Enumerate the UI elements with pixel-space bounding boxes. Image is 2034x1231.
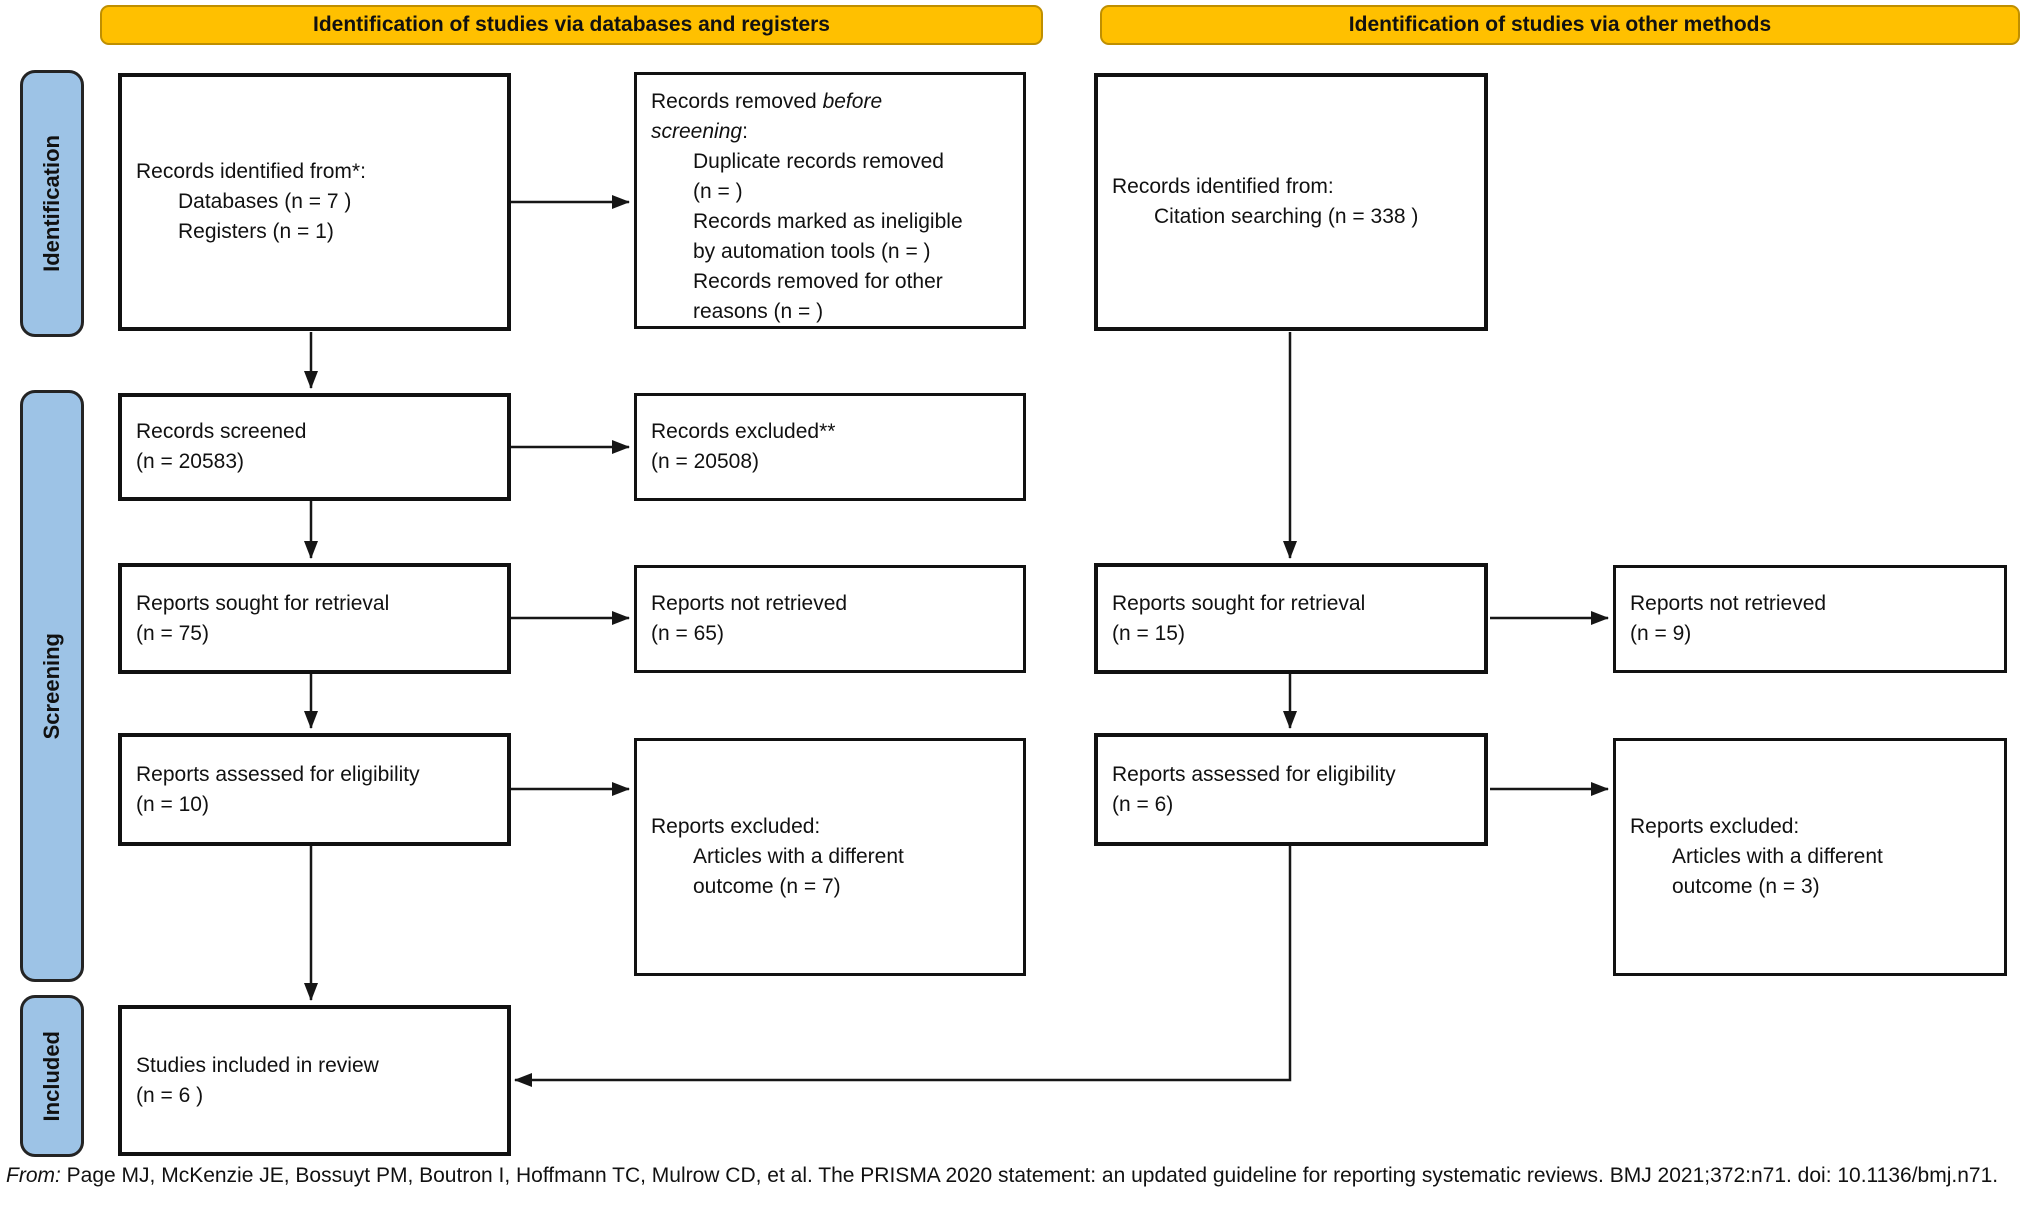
box-line: (n = 6) xyxy=(1112,792,1174,816)
banner-other-methods: Identification of studies via other meth… xyxy=(1100,5,2020,45)
box-line-text: : xyxy=(742,120,748,143)
box-line: outcome (n = 3) xyxy=(1672,875,1820,898)
box-reports-assessed: Reports assessed for eligibility (n = 10… xyxy=(118,733,511,846)
box-line: outcome (n = 7) xyxy=(693,875,841,898)
box-line: Reports sought for retrieval xyxy=(136,591,390,615)
box-line: (n = ) xyxy=(693,180,743,203)
citation-footer: From: Page MJ, McKenzie JE, Bossuyt PM, … xyxy=(6,1160,2028,1191)
box-line: Databases (n = 7 ) xyxy=(178,190,352,213)
box-line: by automation tools (n = ) xyxy=(693,240,931,263)
box-studies-included: Studies included in review (n = 6 ) xyxy=(118,1005,511,1156)
banner-databases-registers-label: Identification of studies via databases … xyxy=(313,13,830,36)
box-line: Records screened xyxy=(136,420,307,443)
box-line: (n = 65) xyxy=(651,622,724,645)
box-line: Citation searching (n = 338 ) xyxy=(1154,205,1419,228)
box-line: Reports excluded: xyxy=(651,815,821,838)
box-line: Records identified from: xyxy=(1112,175,1334,198)
box-line: Duplicate records removed xyxy=(693,150,944,173)
box-line: (n = 6 ) xyxy=(136,1083,204,1107)
banner-databases-registers: Identification of studies via databases … xyxy=(100,5,1043,45)
box-line: Registers (n = 1) xyxy=(178,220,334,243)
box-records-screened: Records screened (n = 20583) xyxy=(118,393,511,501)
box-reports-assessed-right: Reports assessed for eligibility (n = 6) xyxy=(1094,733,1488,846)
box-line: Reports not retrieved xyxy=(1630,592,1827,615)
box-records-excluded: Records excluded** (n = 20508) xyxy=(634,393,1026,501)
stage-identification: Identification xyxy=(20,70,84,337)
banner-other-methods-label: Identification of studies via other meth… xyxy=(1348,13,1772,36)
box-line: (n = 10) xyxy=(136,792,209,816)
box-line: Records excluded** xyxy=(651,420,836,443)
box-line-text-italic: before xyxy=(822,90,883,113)
box-records-identified-databases: Records identified from*: Databases (n =… xyxy=(118,73,511,331)
stage-screening: Screening xyxy=(20,390,84,982)
citation-from-label: From: xyxy=(6,1164,61,1187)
box-line: (n = 20583) xyxy=(136,450,244,473)
box-line: (n = 20508) xyxy=(651,450,759,473)
box-line: Records removed before xyxy=(651,87,1009,117)
box-reports-sought: Reports sought for retrieval (n = 75) xyxy=(118,563,511,674)
box-reports-not-retrieved: Reports not retrieved (n = 65) xyxy=(634,565,1026,673)
box-line: (n = 9) xyxy=(1630,622,1692,645)
box-line: Studies included in review xyxy=(136,1053,379,1077)
box-line: Reports sought for retrieval xyxy=(1112,591,1366,615)
box-records-removed-before-screening: Records removed before screening: Duplic… xyxy=(634,72,1026,329)
stage-screening-label: Screening xyxy=(39,632,64,740)
box-reports-not-retrieved-right: Reports not retrieved (n = 9) xyxy=(1613,565,2007,673)
box-line: (n = 75) xyxy=(136,621,209,645)
box-line: Reports not retrieved xyxy=(651,592,848,615)
box-line: Records identified from*: xyxy=(136,160,366,183)
box-line: screening: xyxy=(651,117,1009,147)
stage-identification-label: Identification xyxy=(39,135,64,272)
box-line: reasons (n = ) xyxy=(693,300,824,323)
box-line: Reports excluded: xyxy=(1630,815,1800,838)
box-records-identified-citation: Records identified from: Citation search… xyxy=(1094,73,1488,331)
box-reports-excluded-eligibility-right: Reports excluded: Articles with a differ… xyxy=(1613,738,2007,976)
box-line: Articles with a different xyxy=(1672,845,1883,868)
box-line: (n = 15) xyxy=(1112,621,1185,645)
box-reports-sought-right: Reports sought for retrieval (n = 15) xyxy=(1094,563,1488,674)
box-reports-excluded-eligibility: Reports excluded: Articles with a differ… xyxy=(634,738,1026,976)
box-line-text-italic: screening xyxy=(651,120,743,143)
box-line: Articles with a different xyxy=(693,845,904,868)
stage-included-label: Included xyxy=(39,1030,64,1122)
citation-text: Page MJ, McKenzie JE, Bossuyt PM, Boutro… xyxy=(60,1164,1999,1187)
box-line-text: Records removed xyxy=(651,90,823,113)
box-line: Reports assessed for eligibility xyxy=(136,762,420,786)
stage-included: Included xyxy=(20,995,84,1157)
box-line: Reports assessed for eligibility xyxy=(1112,762,1396,786)
box-line: Records marked as ineligible xyxy=(693,210,963,233)
box-line: Records removed for other xyxy=(693,270,943,293)
